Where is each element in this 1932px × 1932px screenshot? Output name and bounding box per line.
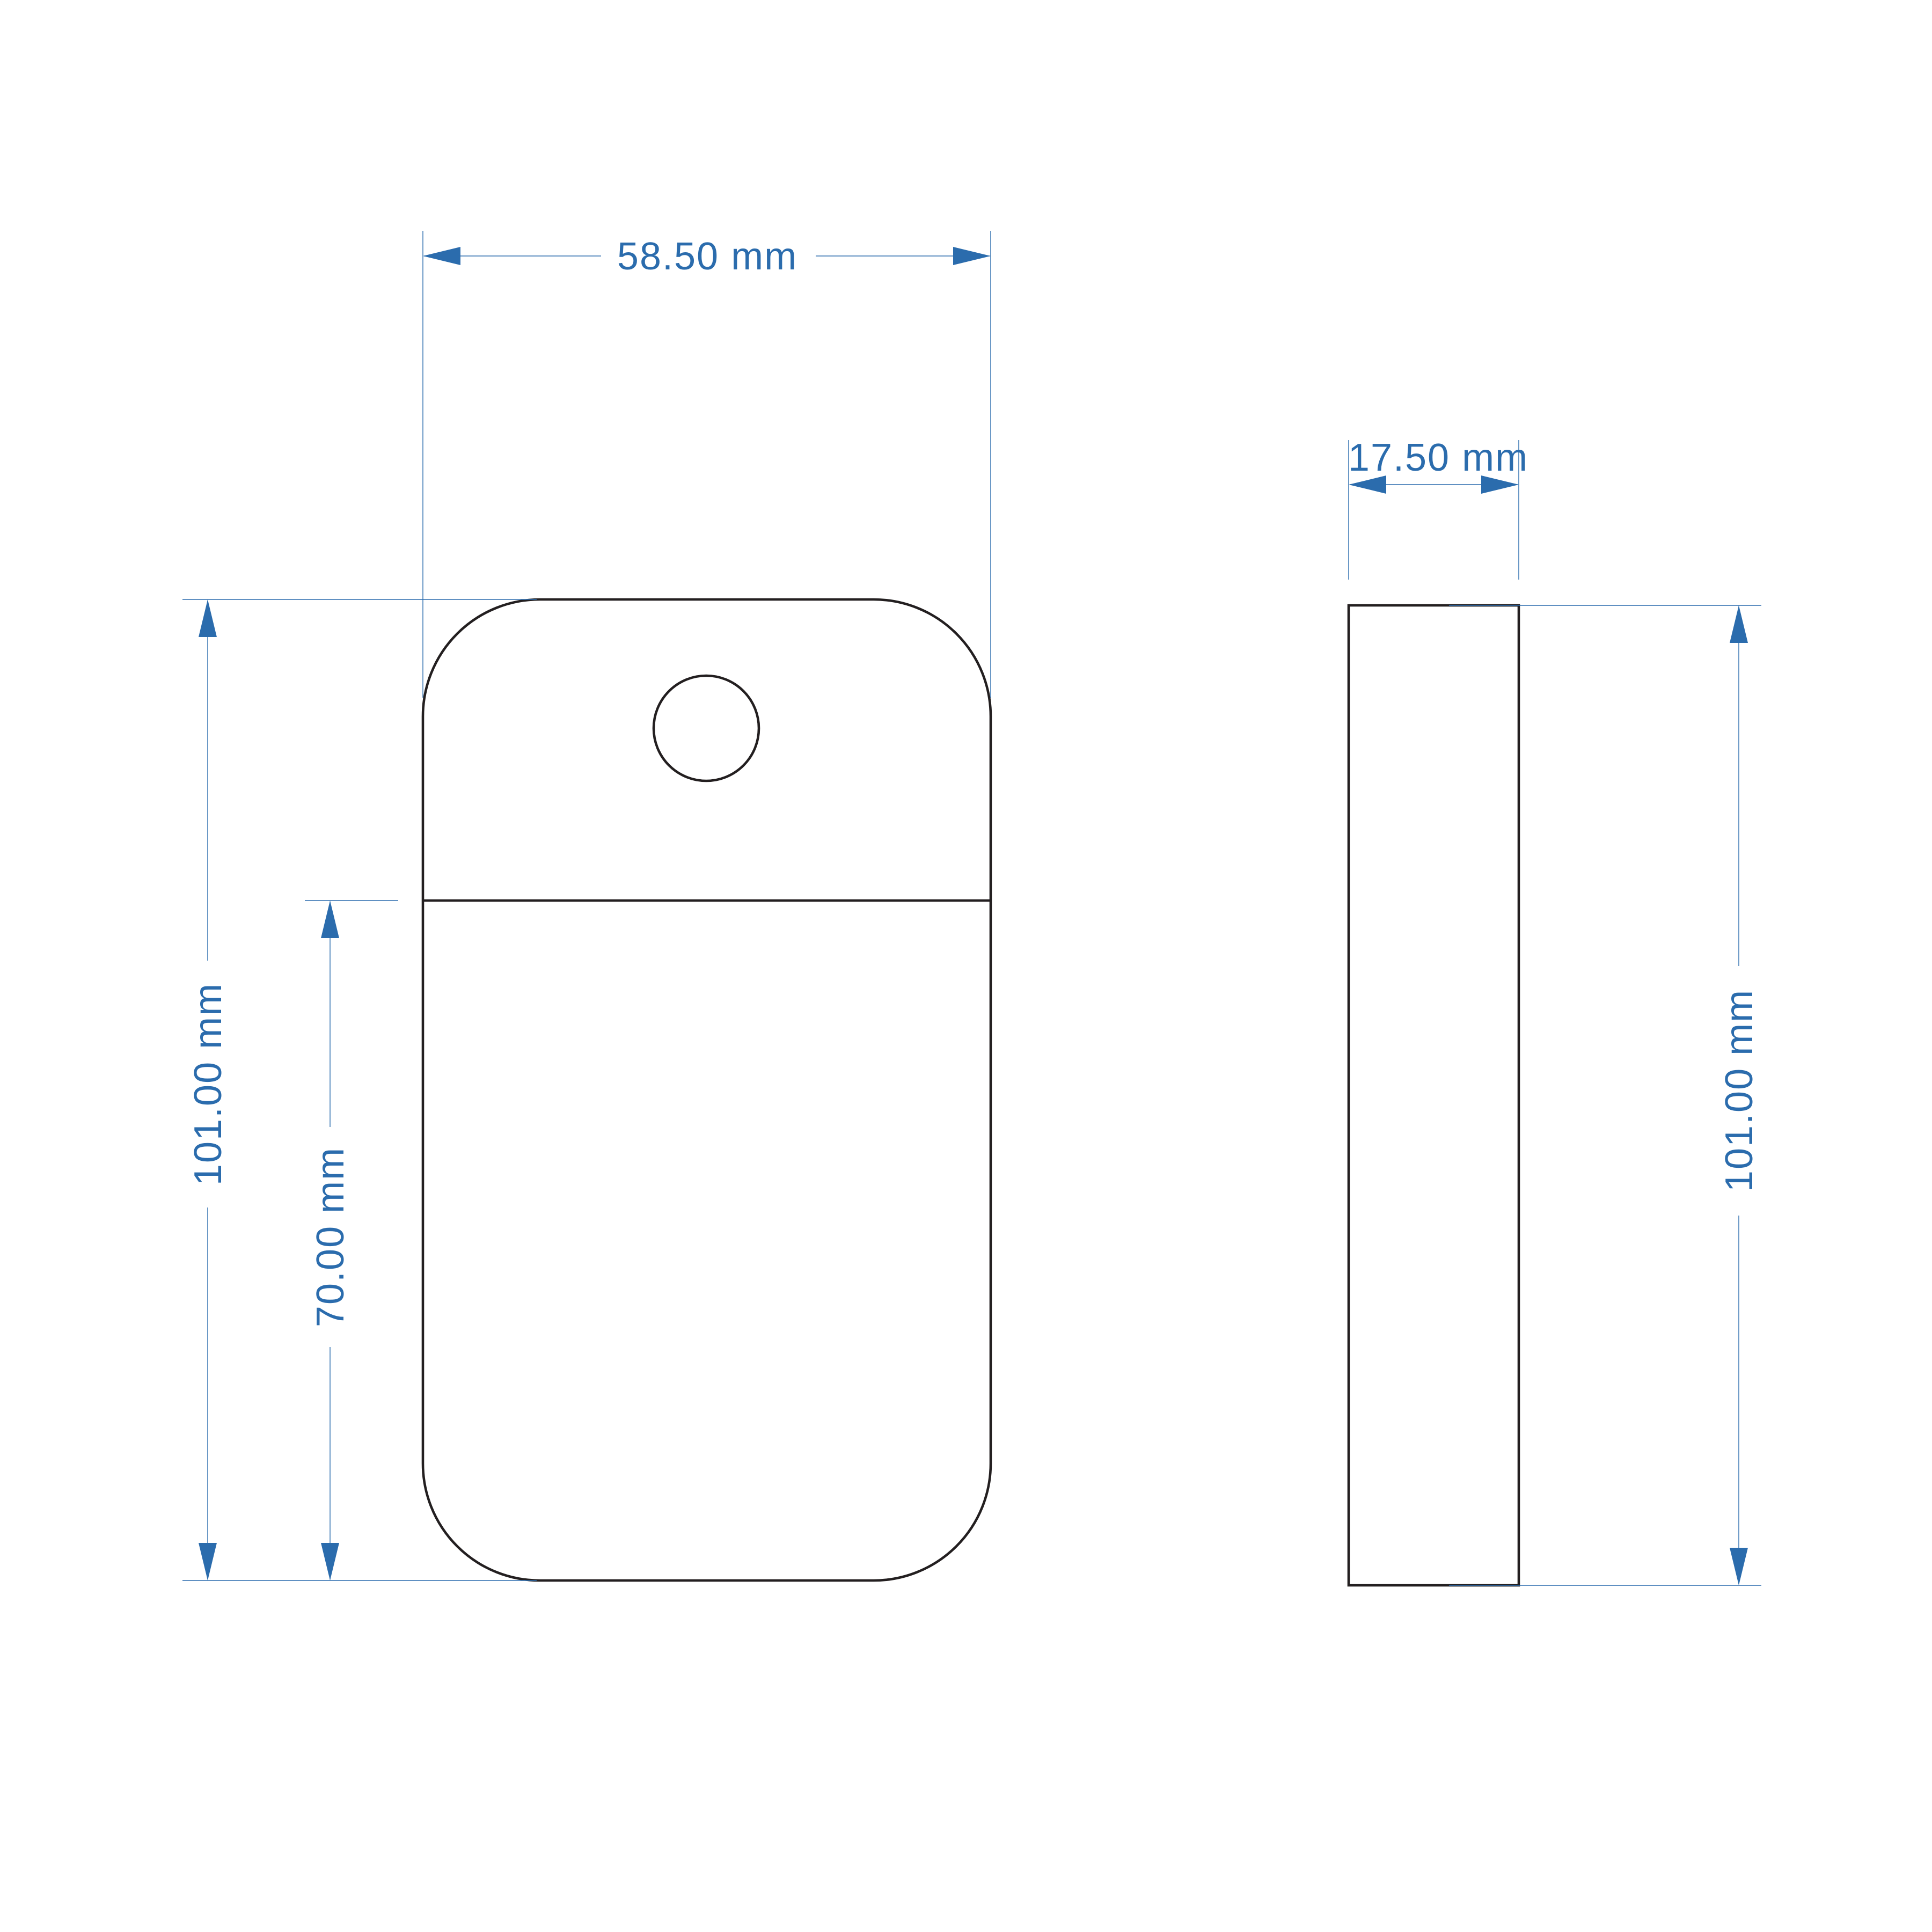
button-circle bbox=[652, 674, 760, 782]
dimension-side-height: 101.00 mm bbox=[1449, 605, 1761, 1586]
dimension-front-width: 58.50 mm bbox=[422, 231, 991, 698]
front-body-outline bbox=[421, 598, 992, 1582]
side-body-outline bbox=[1347, 604, 1520, 1587]
front-lower-height-label: 70.00 mm bbox=[309, 1147, 352, 1327]
dimension-side-depth: 17.50 mm bbox=[1348, 436, 1528, 580]
dimension-front-lower-height: 70.00 mm bbox=[305, 900, 398, 1580]
side-height-label: 101.00 mm bbox=[1718, 989, 1761, 1192]
front-view bbox=[421, 598, 992, 1582]
side-view bbox=[1347, 604, 1520, 1587]
dimension-front-height: 101.00 mm bbox=[182, 599, 537, 1581]
front-height-label: 101.00 mm bbox=[187, 983, 230, 1185]
side-depth-label: 17.50 mm bbox=[1348, 436, 1528, 479]
front-width-label: 58.50 mm bbox=[617, 235, 797, 278]
